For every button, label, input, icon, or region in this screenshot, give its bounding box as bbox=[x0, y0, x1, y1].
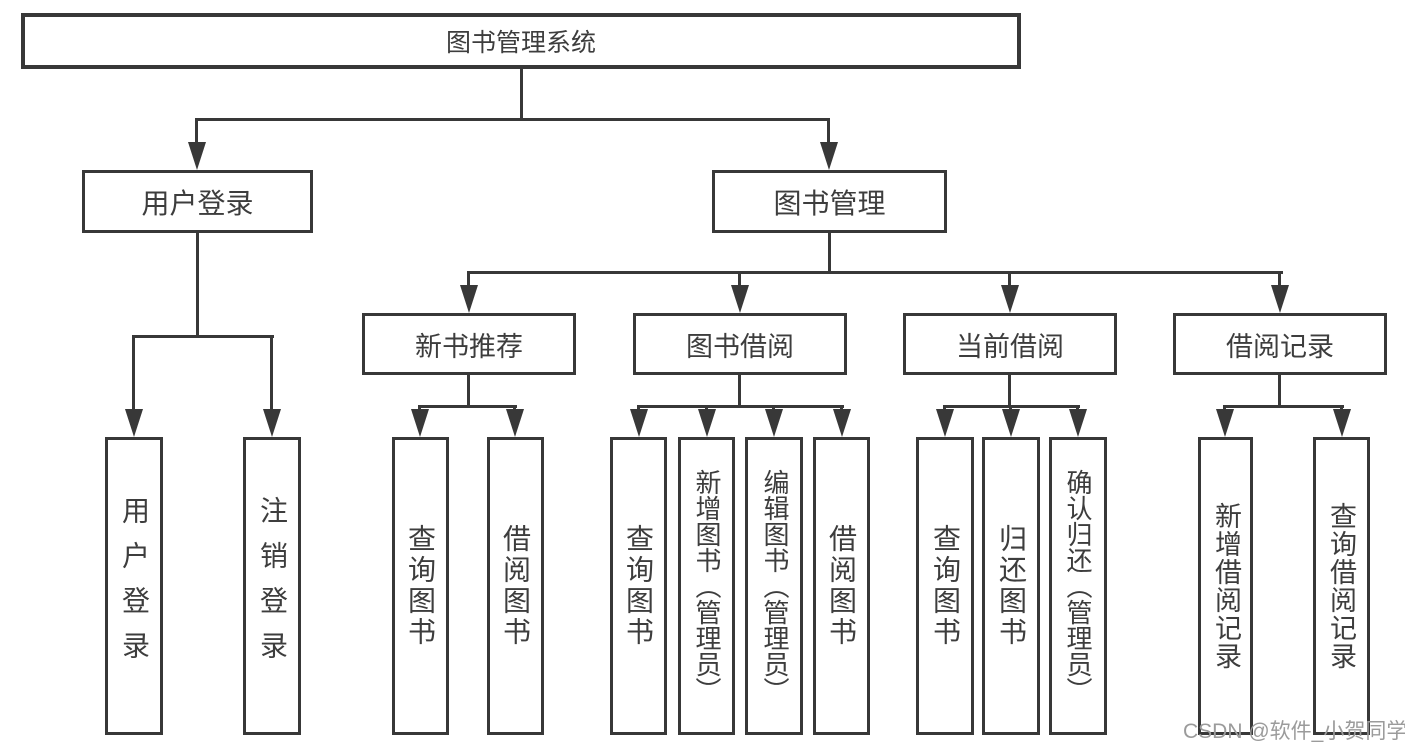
arrowhead-leaf-add-borrow-record bbox=[1216, 409, 1234, 437]
edge-borrowing-records-stem bbox=[1278, 375, 1281, 407]
edge-root-bar bbox=[195, 118, 830, 121]
leaf-query-books-3: 查询图书 bbox=[916, 437, 974, 735]
leaf-borrow-books-1: 借阅图书 bbox=[487, 437, 544, 735]
edge-user-login-bar bbox=[132, 335, 274, 338]
arrowhead-leaf-confirm-return bbox=[1069, 409, 1087, 437]
leaf-query-books-2: 查询图书 bbox=[610, 437, 667, 735]
arrowhead-user-login bbox=[188, 142, 206, 170]
leaf-user-login: 用户登录 bbox=[105, 437, 163, 735]
edge-user-login-stem bbox=[196, 233, 199, 335]
arrowhead-leaf-logout bbox=[263, 409, 281, 437]
edge-book-borrowing-stem bbox=[738, 375, 741, 407]
edge-to-leaf-logout-line bbox=[270, 335, 273, 410]
leaf-query-books-1: 查询图书 bbox=[392, 437, 449, 735]
node-new-book-recommend: 新书推荐 bbox=[362, 313, 576, 375]
edge-to-leaf-user-login-line bbox=[132, 335, 135, 410]
arrowhead-leaf-add-books bbox=[698, 409, 716, 437]
leaf-borrow-books-2: 借阅图书 bbox=[813, 437, 870, 735]
node-book-management-label: 图书管理 bbox=[773, 187, 886, 219]
leaf-return-books: 归还图书 bbox=[982, 437, 1040, 735]
leaf-confirm-return-admin: 确认归还（管理员） bbox=[1049, 437, 1107, 735]
arrowhead-book-management bbox=[820, 142, 838, 170]
edge-new-book-recommend-stem bbox=[467, 375, 470, 407]
edge-bus-to-book-borrowing bbox=[738, 271, 741, 287]
node-root-label: 图书管理系统 bbox=[445, 29, 596, 57]
arrowhead-leaf-return-books bbox=[1002, 409, 1020, 437]
csdn-watermark: CSDN @软件_小贺同学 bbox=[1183, 720, 1405, 743]
arrowhead-leaf-user-login bbox=[125, 409, 143, 437]
arrowhead-current-borrowing bbox=[1001, 285, 1019, 313]
edge-book-management-bus bbox=[467, 271, 1283, 274]
node-user-login: 用户登录 bbox=[82, 170, 313, 233]
node-new-book-recommend-label: 新书推荐 bbox=[415, 331, 523, 362]
edge-bus-to-borrowing-records bbox=[1278, 271, 1281, 287]
node-book-borrowing-label: 图书借阅 bbox=[686, 331, 794, 362]
arrowhead-leaf-query-books-2 bbox=[630, 409, 648, 437]
arrowhead-book-borrowing bbox=[731, 285, 749, 313]
arrowhead-leaf-borrow-books-1 bbox=[506, 409, 524, 437]
node-root: 图书管理系统 bbox=[21, 13, 1021, 69]
arrowhead-leaf-query-books-1 bbox=[411, 409, 429, 437]
node-book-management: 图书管理 bbox=[712, 170, 947, 233]
edge-new-book-recommend-bar bbox=[418, 405, 517, 408]
edge-book-borrowing-bar bbox=[637, 405, 844, 408]
node-current-borrowing: 当前借阅 bbox=[903, 313, 1117, 375]
edge-root-stem bbox=[520, 69, 523, 118]
edge-root-to-user-login-line bbox=[195, 118, 198, 144]
arrowhead-leaf-query-borrow-record bbox=[1333, 409, 1351, 437]
edge-root-to-book-management-line bbox=[827, 118, 830, 144]
node-user-login-label: 用户登录 bbox=[141, 187, 254, 219]
edge-bus-to-current-borrowing bbox=[1008, 271, 1011, 287]
edge-bus-to-new-book-recommend bbox=[467, 271, 470, 287]
leaf-logout: 注销登录 bbox=[243, 437, 301, 735]
leaf-add-borrow-record: 新增借阅记录 bbox=[1198, 437, 1253, 735]
arrowhead-leaf-borrow-books-2 bbox=[833, 409, 851, 437]
arrowhead-leaf-query-books-3 bbox=[936, 409, 954, 437]
edge-borrowing-records-bar bbox=[1223, 405, 1344, 408]
leaf-query-borrow-record: 查询借阅记录 bbox=[1313, 437, 1370, 735]
node-current-borrowing-label: 当前借阅 bbox=[956, 331, 1064, 362]
node-borrowing-records: 借阅记录 bbox=[1173, 313, 1387, 375]
node-borrowing-records-label: 借阅记录 bbox=[1226, 331, 1334, 362]
node-book-borrowing: 图书借阅 bbox=[633, 313, 847, 375]
arrowhead-leaf-edit-books bbox=[765, 409, 783, 437]
leaf-edit-books-admin: 编辑图书（管理员） bbox=[745, 437, 803, 735]
edge-current-borrowing-stem bbox=[1008, 375, 1011, 407]
leaf-add-books-admin: 新增图书（管理员） bbox=[678, 437, 735, 735]
arrowhead-borrowing-records bbox=[1271, 285, 1289, 313]
arrowhead-new-book-recommend bbox=[460, 285, 478, 313]
edge-book-management-stem bbox=[828, 233, 831, 273]
